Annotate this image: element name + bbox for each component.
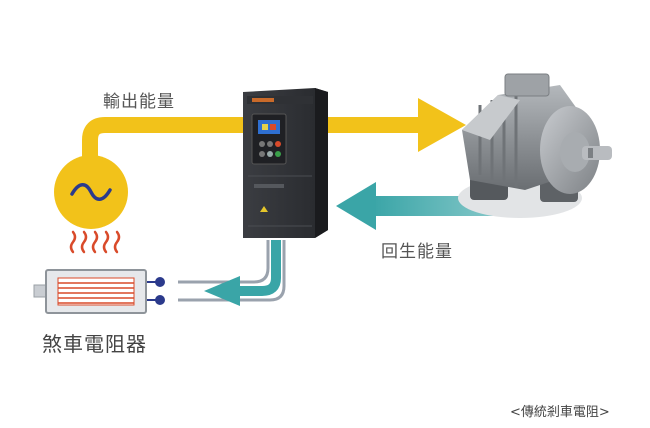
motor — [458, 73, 612, 218]
regen-arrowhead — [336, 182, 376, 230]
heat-waves-icon — [69, 230, 121, 254]
output-energy-flow — [82, 98, 466, 160]
keypad-display — [258, 120, 280, 134]
caption: <傳統剎車電阻> — [510, 405, 610, 420]
ac-tilde-icon — [70, 183, 112, 201]
output-arrowhead — [418, 98, 466, 152]
brake-arrowhead — [204, 276, 240, 306]
brake-resistor-label: 煞車電阻器 — [42, 332, 147, 356]
inverter-logo — [252, 98, 274, 102]
regen-energy-label: 回生能量 — [381, 242, 453, 262]
motor-shaft — [582, 146, 612, 160]
output-energy-label: 輸出能量 — [103, 92, 175, 112]
brake-resistor — [33, 269, 147, 314]
warning-label — [260, 206, 268, 212]
inverter-drive — [243, 88, 328, 238]
ac-source — [54, 155, 128, 229]
brake-current-flow — [145, 240, 286, 306]
terminal-box — [504, 73, 550, 97]
